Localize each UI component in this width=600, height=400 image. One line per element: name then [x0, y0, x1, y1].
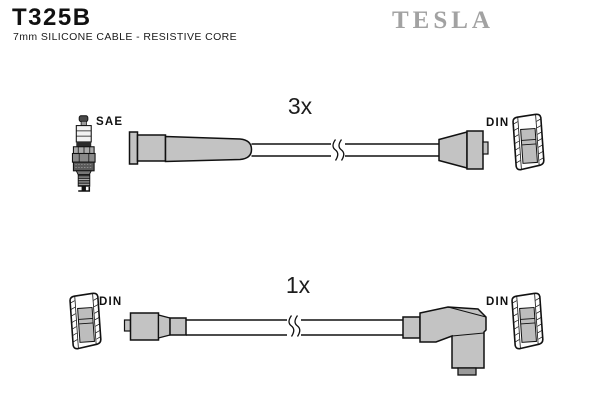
cable-drawing: [123, 306, 487, 376]
cable-line: [186, 319, 403, 336]
din-terminal-icon: [511, 292, 544, 350]
spark-plug-icon: [71, 115, 96, 192]
quantity-label: 3x: [287, 93, 313, 119]
terminal-standard-label: DIN: [99, 296, 123, 308]
terminal-standard-label: SAE: [96, 116, 124, 128]
cable-break-symbol: [332, 139, 345, 161]
part-number: T325B: [12, 4, 92, 31]
elbow-boot-shape: [419, 306, 487, 369]
brand-logo: TESLA: [392, 6, 494, 35]
subtitle: 7mm SILICONE CABLE - RESISTIVE CORE: [13, 31, 238, 43]
cable-line: [251, 143, 439, 157]
terminal-standard-label: DIN: [486, 296, 510, 308]
din-terminal-icon: [69, 292, 102, 350]
terminal-standard-label: DIN: [486, 117, 510, 129]
cable-break-symbol: [288, 315, 301, 337]
quantity-label: 1x: [285, 272, 311, 298]
cable-drawing: [128, 130, 489, 170]
din-terminal-icon: [512, 113, 545, 171]
